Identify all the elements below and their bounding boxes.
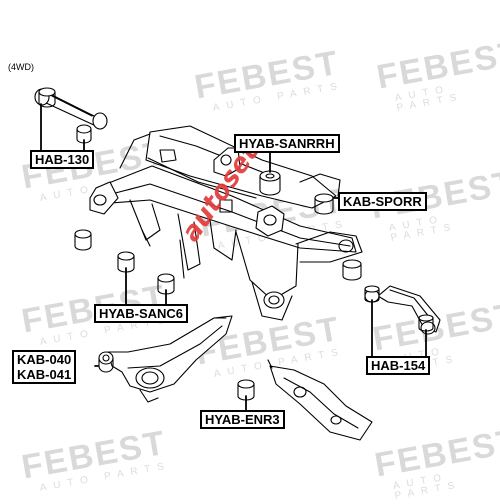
label-text: KAB-040 — [17, 352, 72, 367]
label-text: KAB-SPORR — [343, 194, 422, 209]
subframe — [89, 125, 363, 321]
label-hyab-enr3: HYAB-ENR3 — [200, 410, 285, 429]
label-hyab-sanc6: HYAB-SANC6 — [94, 304, 189, 323]
label-text: HAB-154 — [371, 358, 426, 373]
label-text: HAB-130 — [35, 152, 90, 167]
label-text: KAB-041 — [17, 367, 72, 382]
label-hab-154: HAB-154 — [366, 356, 431, 375]
label-text: HYAB-SANRRH — [239, 136, 335, 151]
label-hyab-sanrrh: HYAB-SANRRH — [234, 134, 340, 153]
bushing-hab130 — [38, 87, 92, 144]
label-kab-040-041: KAB-040 KAB-041 — [12, 350, 77, 384]
trailing-arm — [107, 315, 233, 403]
bushing-kab-sporr — [314, 193, 334, 215]
label-text: HYAB-SANC6 — [99, 306, 184, 321]
label-text: HYAB-ENR3 — [205, 412, 280, 427]
bushing-hyab-enr3 — [237, 379, 255, 401]
bushing-kab-040 — [98, 351, 114, 373]
loose-bushing — [342, 259, 362, 281]
label-kab-sporr: KAB-SPORR — [338, 192, 427, 211]
label-hab-130: HAB-130 — [30, 150, 95, 169]
bushing-hyab-sanc6 — [117, 251, 175, 295]
loose-bushing — [74, 229, 92, 251]
lower-control-arm — [267, 359, 373, 441]
upper-arm-right — [364, 285, 441, 335]
variant-note: (4WD) — [8, 62, 34, 72]
